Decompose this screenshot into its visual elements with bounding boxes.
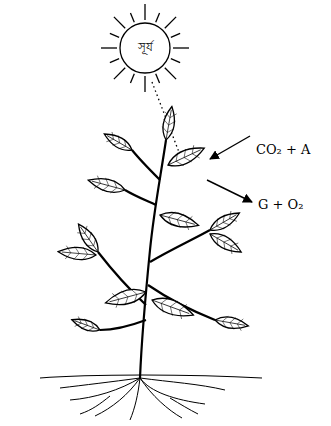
chemical-formula: G + O₂ <box>257 197 304 212</box>
root <box>60 378 140 388</box>
leaf <box>101 129 134 155</box>
leaf <box>158 208 200 232</box>
sun-ray <box>101 47 117 48</box>
sun-ray <box>156 74 160 83</box>
leaf <box>165 142 207 172</box>
root <box>140 378 225 390</box>
root <box>80 396 110 414</box>
leaf <box>160 105 178 141</box>
ground <box>40 375 262 378</box>
stem <box>100 320 146 330</box>
leaf <box>104 285 148 310</box>
leaf <box>70 315 102 335</box>
root <box>95 378 140 416</box>
sun-ray <box>171 59 180 63</box>
leaf <box>214 314 250 332</box>
sun-ray <box>144 4 145 20</box>
sun-ray <box>165 17 176 28</box>
leaf <box>87 174 127 197</box>
sun-ray <box>110 33 119 37</box>
sun-ray <box>110 59 119 63</box>
output-arrow <box>207 180 252 202</box>
sun-ray <box>165 68 176 79</box>
sun-ray <box>144 76 145 92</box>
sun-ray <box>114 68 125 79</box>
sun-ray <box>173 47 189 48</box>
root <box>170 398 198 414</box>
sun-ray <box>114 17 125 28</box>
stem <box>125 190 156 205</box>
sun-rays <box>101 4 189 92</box>
root <box>70 378 140 400</box>
sun-circle: সূর্য <box>119 22 171 74</box>
leaf <box>207 229 245 258</box>
root <box>140 378 182 418</box>
leaf <box>207 208 242 235</box>
leaf <box>149 293 196 323</box>
input-arrow <box>210 136 250 159</box>
stem <box>150 230 210 262</box>
sun-ray <box>171 33 180 37</box>
light-ray <box>152 82 182 160</box>
plant <box>40 105 262 420</box>
stem <box>132 150 160 180</box>
sun-ray <box>130 74 134 83</box>
sun-ray <box>130 13 134 22</box>
sun-ray <box>156 13 160 22</box>
leaf <box>58 245 97 262</box>
chemical-formula: CO₂ + A <box>255 142 311 157</box>
sun-label: সূর্য <box>138 38 153 58</box>
